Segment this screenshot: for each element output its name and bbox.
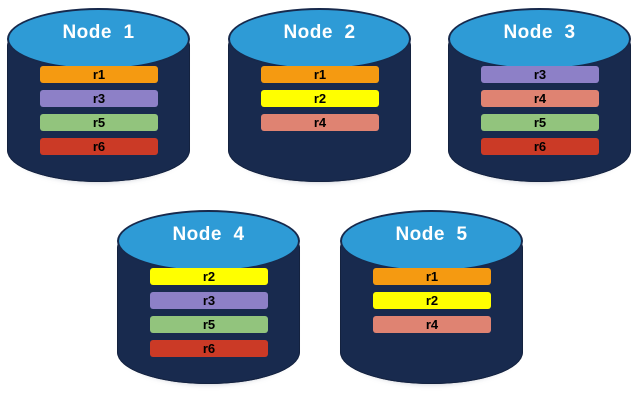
record-bar[interactable]: r1 <box>373 268 491 285</box>
record-bar[interactable]: r6 <box>40 138 158 155</box>
record-bar[interactable]: r6 <box>150 340 268 357</box>
node-cylinder-4[interactable]: Node 4 r2 r3 r5 r6 <box>117 210 300 392</box>
record-bar[interactable]: r2 <box>261 90 379 107</box>
record-list: r2 r3 r5 r6 <box>150 268 268 357</box>
record-list: r1 r3 r5 r6 <box>40 66 158 155</box>
node-label: Node 4 <box>172 224 245 245</box>
record-list: r3 r4 r5 r6 <box>481 66 599 155</box>
record-bar[interactable]: r6 <box>481 138 599 155</box>
record-bar[interactable]: r3 <box>481 66 599 83</box>
node-label: Node 1 <box>62 22 135 43</box>
record-bar[interactable]: r4 <box>261 114 379 131</box>
record-bar[interactable]: r5 <box>40 114 158 131</box>
record-bar[interactable]: r5 <box>481 114 599 131</box>
record-bar[interactable]: r5 <box>150 316 268 333</box>
node-cylinder-3[interactable]: Node 3 r3 r4 r5 r6 <box>448 8 631 190</box>
node-cylinder-5[interactable]: Node 5 r1 r2 r4 <box>340 210 523 392</box>
record-bar[interactable]: r2 <box>373 292 491 309</box>
node-label: Node 2 <box>283 22 356 43</box>
cylinder-top-ellipse <box>340 210 523 272</box>
record-list: r1 r2 r4 <box>373 268 491 333</box>
record-bar[interactable]: r3 <box>40 90 158 107</box>
record-bar[interactable]: r1 <box>40 66 158 83</box>
record-bar[interactable]: r2 <box>150 268 268 285</box>
node-cylinder-2[interactable]: Node 2 r1 r2 r4 <box>228 8 411 190</box>
record-list: r1 r2 r4 <box>261 66 379 131</box>
node-cylinder-1[interactable]: Node 1 r1 r3 r5 r6 <box>7 8 190 190</box>
record-bar[interactable]: r4 <box>481 90 599 107</box>
record-bar[interactable]: r3 <box>150 292 268 309</box>
record-bar[interactable]: r1 <box>261 66 379 83</box>
node-label: Node 5 <box>395 224 468 245</box>
record-bar[interactable]: r4 <box>373 316 491 333</box>
node-label: Node 3 <box>503 22 576 43</box>
